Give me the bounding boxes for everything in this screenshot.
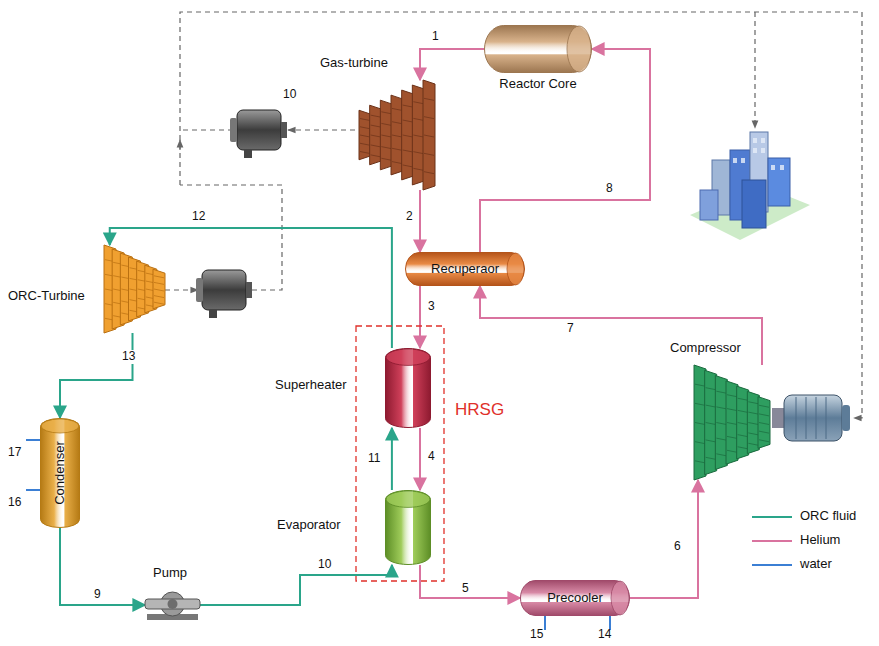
callout-number: 14: [598, 628, 611, 642]
helium-flow: [480, 286, 762, 365]
power-lines: [165, 12, 862, 418]
orc-flow: [110, 228, 392, 348]
component-label: Precooler: [547, 591, 603, 606]
evaporator-shape: [385, 490, 431, 565]
helium-flow: [630, 480, 698, 598]
gas-turbine-shape: [355, 80, 435, 190]
component-label: HRSG: [455, 400, 504, 420]
helium-flow: [419, 428, 421, 490]
legend-entry: water: [800, 557, 832, 572]
city-buildings: [690, 132, 810, 240]
precooler: Precooler: [520, 580, 630, 616]
component-label: Superheater: [275, 378, 347, 393]
stream-number: 3: [426, 300, 437, 314]
orc-flow: [391, 428, 393, 490]
component-label: Condenser: [53, 441, 68, 505]
condenser: Condenser: [40, 418, 80, 528]
helium-flow: [419, 190, 421, 252]
pump: Pump: [145, 590, 200, 620]
stream-number: 7: [565, 322, 576, 336]
stream-number: 12: [190, 210, 207, 224]
legend-entry: ORC fluid: [800, 509, 856, 524]
stream-number: 6: [672, 540, 683, 554]
stream-number: 10: [316, 558, 333, 572]
component-label: Evaporator: [277, 518, 341, 533]
component-label: Recuperaor: [431, 262, 499, 277]
component-label: Gas-turbine: [320, 56, 388, 71]
helium-flow: [419, 286, 421, 348]
motor: [772, 395, 850, 441]
orc-turbine-shape: [100, 245, 165, 333]
stream-number: 5: [460, 582, 471, 596]
recuperator: Recuperaor: [405, 252, 525, 286]
reactor-core-shape: [484, 25, 592, 73]
stream-number: 11: [366, 452, 382, 466]
callout-number: 17: [8, 446, 21, 460]
compressor-shape: [690, 365, 770, 480]
compressor: Compressor: [690, 365, 770, 480]
helium-flow: [420, 49, 484, 80]
evaporator: Evaporator: [385, 490, 431, 565]
component-label: ORC-Turbine: [8, 289, 85, 304]
legend-lines: [752, 517, 792, 565]
superheater-shape: [385, 348, 431, 428]
stream-number: 4: [426, 450, 437, 464]
generator: [196, 270, 252, 318]
stream-number: 8: [604, 182, 615, 196]
callout-number: 16: [8, 496, 21, 510]
orc-flow: [60, 333, 133, 418]
pump-shape: [145, 590, 200, 620]
helium-flow: [480, 49, 650, 252]
gas-turbine: Gas-turbine: [355, 80, 435, 190]
component-label: Pump: [153, 566, 187, 581]
legend-entry: Helium: [800, 533, 840, 548]
orc-flow: [60, 528, 145, 605]
stream-number: 1: [430, 30, 441, 44]
superheater: Superheater: [385, 348, 431, 428]
callout-number: 10: [283, 88, 296, 102]
component-label: Compressor: [670, 341, 741, 356]
callout-number: 15: [530, 628, 543, 642]
orc-flow: [200, 565, 392, 605]
stream-number: 2: [404, 210, 415, 224]
generator: [230, 110, 287, 158]
component-label: Reactor Core: [499, 77, 576, 92]
stream-number: 13: [120, 350, 137, 364]
reactor-core: Reactor Core: [484, 25, 592, 73]
orc-turbine: ORC-Turbine: [100, 245, 165, 333]
stream-number: 9: [92, 588, 103, 602]
